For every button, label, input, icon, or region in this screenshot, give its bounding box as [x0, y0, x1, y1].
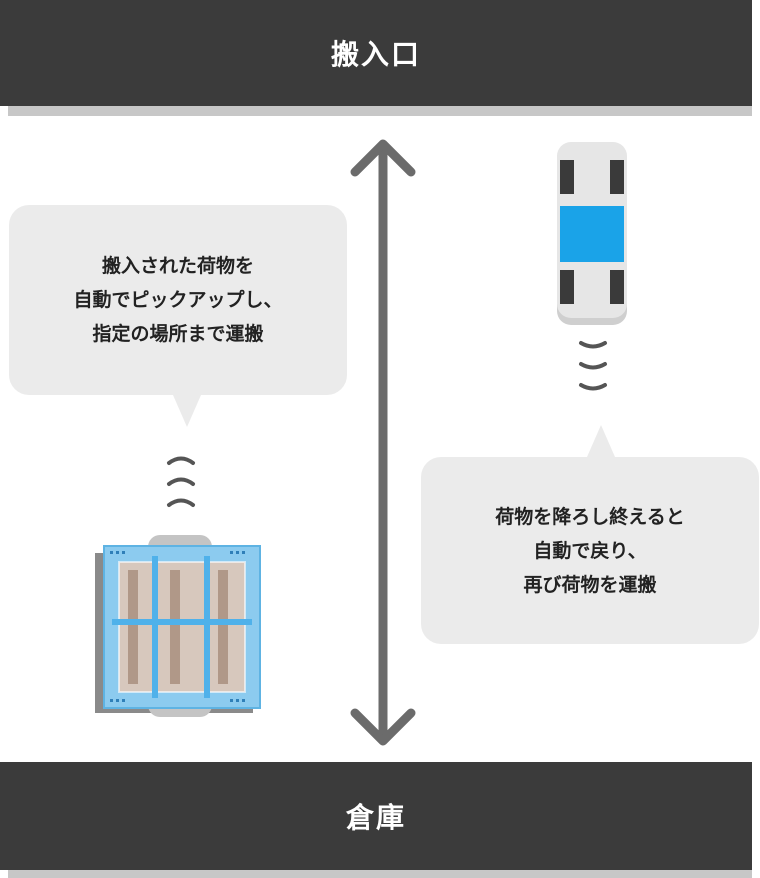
entrance-band: 搬入口 — [0, 0, 760, 116]
pickup-speech-bubble: 搬入された荷物を 自動でピックアップし、 指定の場所まで運搬 — [9, 205, 347, 427]
warehouse-label: 倉庫 — [0, 762, 752, 870]
return-speech-bubble: 荷物を降ろし終えると 自動で戻り、 再び荷物を運搬 — [421, 425, 759, 644]
return-text-line-2: 自動で戻り、 — [533, 539, 647, 562]
pickup-text-line-2: 自動でピックアップし、 — [73, 289, 283, 311]
pickup-bubble-tail — [173, 395, 201, 427]
return-bubble-tail — [587, 425, 615, 457]
return-text-line-3: 再び荷物を運搬 — [523, 573, 657, 596]
entrance-label: 搬入口 — [0, 0, 752, 106]
warehouse-band: 倉庫 — [0, 762, 760, 878]
pickup-text-line-3: 指定の場所まで運搬 — [92, 323, 264, 345]
return-text-line-1: 荷物を降ろし終えると — [495, 505, 685, 528]
pickup-text-line-1: 搬入された荷物を — [101, 255, 254, 277]
